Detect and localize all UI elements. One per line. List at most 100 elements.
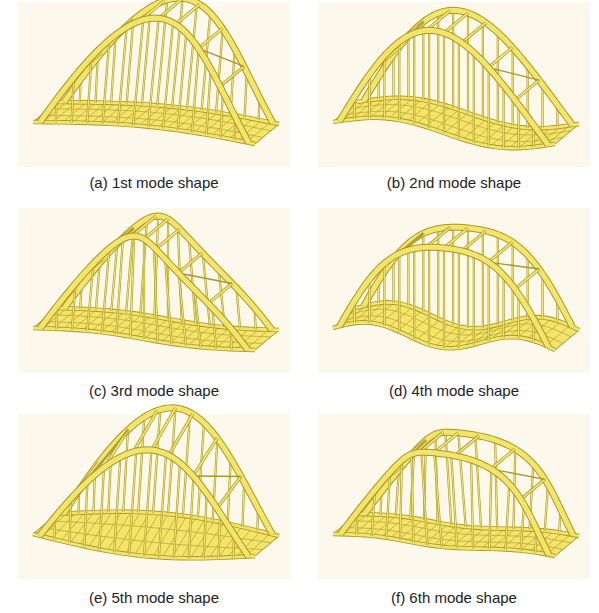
hanger bbox=[438, 229, 439, 319]
hanger bbox=[116, 239, 123, 334]
hanger bbox=[451, 455, 457, 548]
hanger bbox=[467, 13, 468, 113]
hanger bbox=[130, 236, 134, 337]
hanger bbox=[413, 249, 415, 339]
hanger bbox=[178, 33, 187, 130]
cross-beam bbox=[389, 99, 413, 119]
hanger bbox=[144, 450, 152, 556]
hanger bbox=[398, 253, 400, 331]
hanger bbox=[521, 505, 524, 551]
bridge-panel bbox=[318, 2, 590, 167]
cross-beam bbox=[451, 528, 475, 548]
cross-beam bbox=[62, 102, 86, 122]
wind-brace bbox=[198, 28, 222, 48]
hanger bbox=[123, 430, 128, 512]
cross-beam bbox=[481, 124, 505, 144]
hanger bbox=[482, 230, 484, 327]
hanger bbox=[219, 513, 221, 558]
hanger bbox=[127, 20, 134, 103]
wind-brace bbox=[444, 13, 468, 33]
cross-beam bbox=[70, 512, 94, 543]
hanger bbox=[467, 13, 469, 113]
wind-brace bbox=[152, 408, 176, 450]
arch-rib bbox=[40, 236, 248, 350]
hanger bbox=[489, 469, 491, 549]
cross-beam bbox=[407, 315, 431, 335]
arch-rib bbox=[364, 10, 573, 125]
wind-brace bbox=[156, 229, 180, 249]
hanger bbox=[129, 451, 136, 554]
wind-brace bbox=[144, 219, 168, 239]
cross-beam bbox=[255, 124, 279, 144]
hanger bbox=[437, 13, 439, 103]
cross-beam bbox=[372, 516, 396, 536]
cross-beam bbox=[381, 517, 405, 537]
hanger bbox=[189, 476, 194, 558]
hanger bbox=[103, 40, 110, 123]
panel-ground bbox=[318, 2, 590, 167]
arch-rib bbox=[364, 227, 573, 327]
arch-rib bbox=[340, 452, 549, 555]
hanger bbox=[429, 30, 430, 127]
hanger bbox=[116, 239, 123, 334]
cross-beam bbox=[185, 111, 209, 131]
hanger bbox=[192, 49, 199, 132]
cross-beam bbox=[120, 104, 144, 124]
cross-beam bbox=[111, 104, 135, 124]
wind-brace bbox=[208, 283, 232, 303]
wind-brace bbox=[198, 28, 222, 48]
wind-brace bbox=[521, 479, 545, 499]
wind-brace bbox=[208, 283, 232, 303]
bridge-panel bbox=[18, 408, 290, 579]
wind-brace bbox=[462, 231, 486, 251]
cross-beam bbox=[206, 328, 230, 348]
panel-ground bbox=[318, 414, 590, 579]
hanger bbox=[219, 513, 221, 558]
cross-beam bbox=[509, 128, 533, 148]
hanger bbox=[475, 435, 481, 528]
cross-beam bbox=[255, 536, 279, 556]
figure-caption: (b) 2nd mode shape bbox=[387, 174, 521, 192]
hanger bbox=[399, 42, 400, 120]
wind-brace bbox=[462, 23, 486, 43]
hanger bbox=[488, 68, 489, 146]
hanger bbox=[503, 275, 505, 337]
hanger bbox=[437, 229, 439, 319]
hanger bbox=[159, 454, 166, 557]
hanger bbox=[206, 69, 210, 135]
wind-brace bbox=[178, 253, 202, 273]
hanger bbox=[192, 49, 199, 132]
wind-brace bbox=[462, 231, 486, 251]
hanger bbox=[129, 451, 136, 554]
hanger bbox=[118, 27, 127, 124]
hanger bbox=[434, 453, 442, 547]
wind-brace bbox=[455, 436, 479, 456]
hanger bbox=[369, 279, 370, 322]
wind-brace bbox=[169, 414, 193, 455]
hanger bbox=[458, 41, 459, 138]
hanger bbox=[488, 262, 490, 340]
wind-brace bbox=[220, 66, 244, 86]
hanger bbox=[429, 247, 430, 344]
hanger bbox=[482, 21, 483, 118]
cross-beam bbox=[161, 322, 185, 342]
hanger bbox=[434, 453, 442, 547]
wind-brace bbox=[156, 229, 180, 249]
hanger bbox=[471, 460, 473, 548]
arch-rib bbox=[364, 432, 573, 535]
arch-rib bbox=[64, 216, 272, 330]
wind-brace bbox=[521, 479, 545, 499]
hanger bbox=[475, 435, 481, 528]
cross-beam bbox=[491, 529, 515, 549]
hanger bbox=[467, 228, 468, 328]
hanger bbox=[99, 467, 104, 549]
figure-caption: (a) 1st mode shape bbox=[89, 174, 218, 192]
edge-girder bbox=[57, 512, 279, 536]
arch-rib bbox=[340, 452, 549, 555]
hanger bbox=[153, 410, 160, 513]
hanger bbox=[143, 239, 145, 339]
cross-beam bbox=[363, 515, 387, 535]
wind-brace bbox=[488, 242, 512, 262]
arch-rib bbox=[364, 227, 573, 327]
wind-brace bbox=[178, 253, 202, 273]
